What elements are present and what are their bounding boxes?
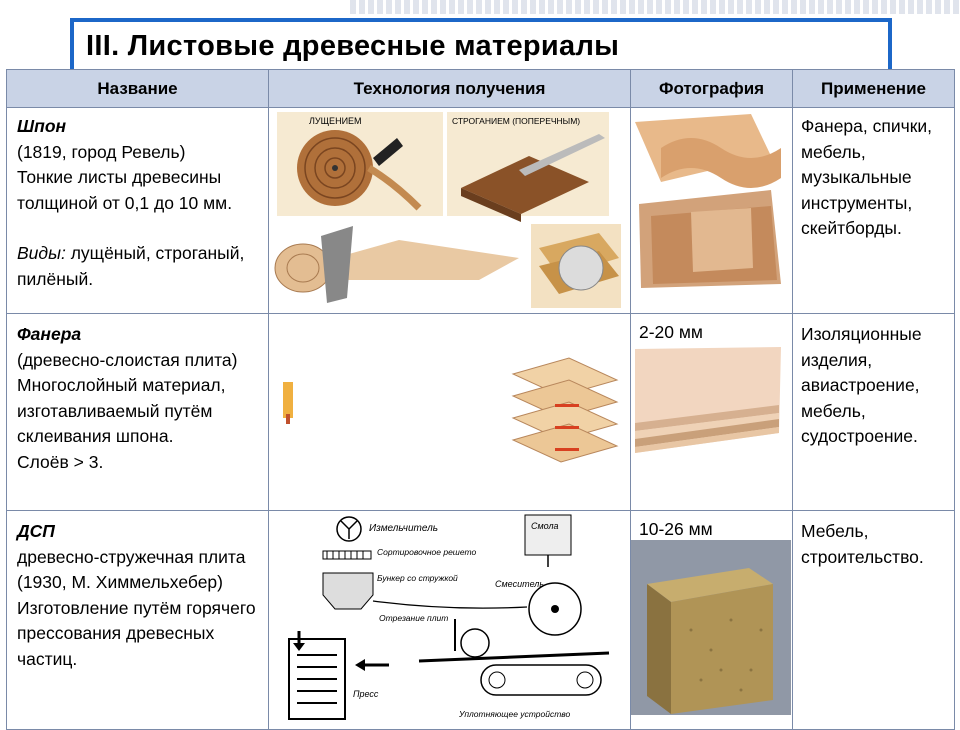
label-bunker: Бункер со стружкой <box>377 573 458 583</box>
chipboard-process-diagram: Измельчитель Сортировочное решето Бункер… <box>288 514 610 720</box>
material-type: (древесно-слоистая плита) <box>17 349 238 370</box>
page-title: III. Листовые древесные материалы <box>86 30 620 62</box>
material-name: ДСП <box>17 521 55 541</box>
label-mixer: Смеситель <box>495 579 544 589</box>
material-date: (1930, М. Химмельхебер) <box>17 572 223 592</box>
application-text: Фанера, спички, мебель, музыкальные инст… <box>801 116 933 238</box>
plank-icon <box>461 156 589 214</box>
material-description: Многослойный материал, изготавливаемый п… <box>17 375 226 446</box>
application-text: Изоляционные изделия, авиастроение, мебе… <box>801 324 922 446</box>
label-cutting: Отрезание плит <box>379 613 448 623</box>
cell-photo: 10-26 мм <box>630 510 793 730</box>
peeling-knife-icon <box>321 226 353 303</box>
plywood-technology-illustration <box>283 357 619 463</box>
cell-application: Изоляционные изделия, авиастроение, мебе… <box>792 313 955 511</box>
label-sieve: Сортировочное решето <box>377 547 476 557</box>
material-description: Изготовление путём горячего прессования … <box>17 597 256 669</box>
bunker-icon <box>322 572 374 610</box>
materials-table: Название Технология получения Фотография… <box>6 69 955 730</box>
plywood-layers-icon <box>511 357 619 463</box>
veneer-photo <box>635 114 781 288</box>
table-row: Шпон (1819, город Ревель) Тонкие листы д… <box>6 107 955 314</box>
title-frame <box>70 18 890 22</box>
material-name: Фанера <box>17 324 82 344</box>
title-frame-left <box>70 18 74 70</box>
thickness-label: 2-20 мм <box>639 322 703 342</box>
header-technology: Технология получения <box>268 69 631 108</box>
header-stripes <box>350 0 960 14</box>
cell-application: Мебель, строительство. <box>792 510 955 730</box>
resin-tank-icon <box>524 514 572 556</box>
cell-application: Фанера, спички, мебель, музыкальные инст… <box>792 107 955 314</box>
blade-icon <box>519 134 605 176</box>
cell-technology: ЛУЩЕНИЕМ СТРОГАНИЕМ (ПОПЕРЕЧНЫМ) <box>268 107 631 314</box>
label-resin: Смола <box>531 521 559 531</box>
cell-photo: 2-20 мм <box>630 313 793 511</box>
cell-name: Шпон (1819, город Ревель) Тонкие листы д… <box>6 107 269 314</box>
table-row: Фанера (древесно-слоистая плита) Многосл… <box>6 313 955 511</box>
cell-technology: Измельчитель Сортировочное решето Бункер… <box>268 510 631 730</box>
label-shredder: Измельчитель <box>369 523 438 534</box>
header-application: Применение <box>792 69 955 108</box>
conveyor-icon <box>480 664 602 696</box>
material-types: Виды: лущёный, строганый, пилёный. <box>17 243 245 289</box>
material-description: Тонкие листы древесины толщиной от 0,1 д… <box>17 167 233 213</box>
mixer-icon <box>528 582 582 636</box>
label-compactor: Уплотняющее устройство <box>458 709 571 719</box>
table-header-row: Название Технология получения Фотография… <box>6 69 955 108</box>
table-row: ДСП древесно-стружечная плита (1930, М. … <box>6 510 955 730</box>
cell-name: ДСП древесно-стружечная плита (1930, М. … <box>6 510 269 730</box>
shredder-icon <box>336 516 362 542</box>
cell-photo <box>630 107 793 314</box>
thickness-label: 10-26 мм <box>639 519 713 539</box>
material-name: Шпон <box>17 116 67 136</box>
label-press: Пресс <box>353 689 379 699</box>
material-date: (1819, город Ревель) <box>17 141 186 162</box>
press-icon <box>288 638 346 720</box>
plywood-photo <box>635 347 781 453</box>
saw-icon <box>558 245 604 291</box>
label-slicing: СТРОГАНИЕМ (ПОПЕРЕЧНЫМ) <box>452 116 580 126</box>
cell-name: Фанера (древесно-слоистая плита) Многосл… <box>6 313 269 511</box>
label-rotary: ЛУЩЕНИЕМ <box>309 116 362 126</box>
knife-icon <box>373 138 403 166</box>
application-text: Мебель, строительство. <box>801 521 924 567</box>
header-name: Название <box>6 69 269 108</box>
material-layers: Слоёв > 3. <box>17 451 104 472</box>
glue-icon <box>283 382 293 418</box>
chipboard-photo <box>631 540 791 715</box>
veneer-technology-illustration: ЛУЩЕНИЕМ СТРОГАНИЕМ (ПОПЕРЕЧНЫМ) <box>274 112 621 308</box>
cell-technology <box>268 313 631 511</box>
header-photo: Фотография <box>630 69 793 108</box>
material-type: древесно-стружечная плита <box>17 546 246 567</box>
title-frame-right <box>888 18 892 70</box>
